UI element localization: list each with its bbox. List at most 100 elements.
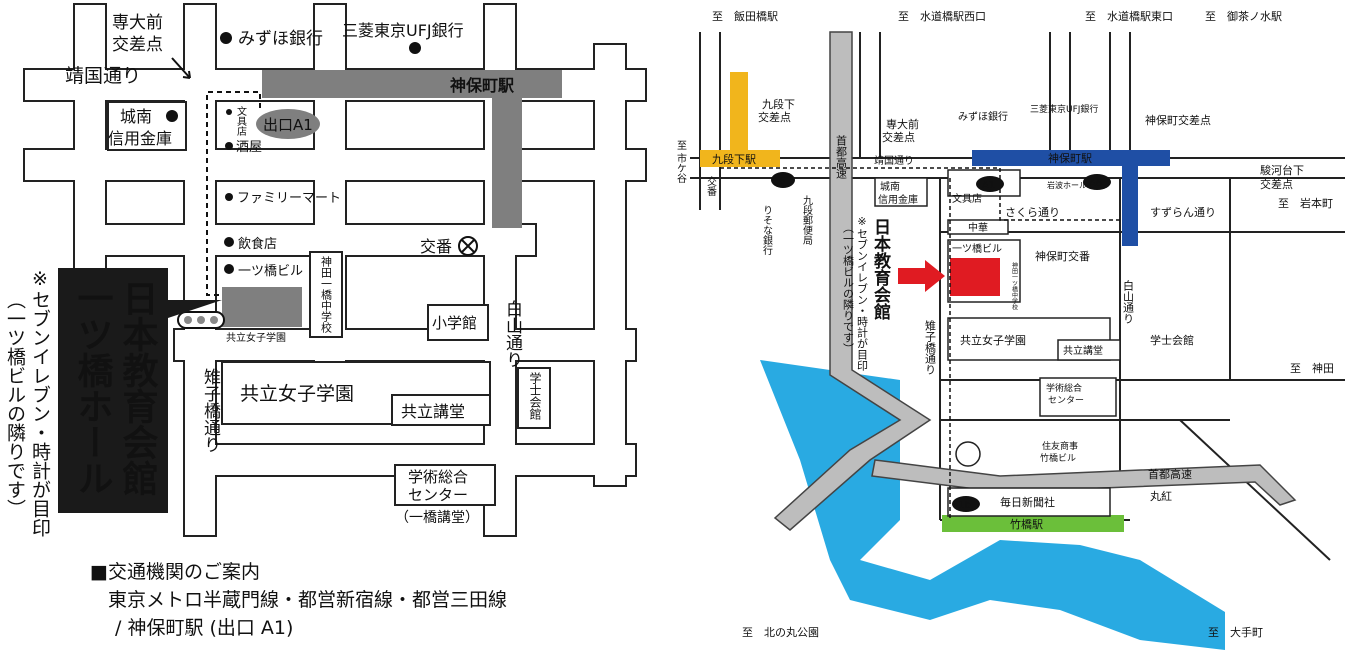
exit-a1-right-label: A1 xyxy=(982,180,995,191)
yasukuni-right-label: 靖国通り xyxy=(874,154,914,167)
jonan-right-label: 城南 xyxy=(880,180,900,193)
hakusan-right-label: 白山通り xyxy=(1122,279,1135,324)
jimbocho-koban-label: 神保町交番 xyxy=(1035,249,1090,263)
mainichi-label: 毎日新聞社 xyxy=(1000,495,1055,509)
venue-red-label: 日本教育会館 xyxy=(870,218,892,321)
expressway-vertical xyxy=(773,31,932,531)
gakujutsu-label: 学術総合 xyxy=(408,468,468,486)
exit-1b-label: 1b xyxy=(958,500,971,511)
jimbocho-cross-label: 神保町交差点 xyxy=(1145,113,1211,127)
to-ochanomizu: 至 御茶ノ水駅 xyxy=(1205,9,1282,23)
exit-a1-right-icon xyxy=(976,176,1004,192)
jimbocho-line-vertical xyxy=(1122,166,1138,246)
mufg-dot xyxy=(409,42,421,54)
kijibashi-label: 雉子橋通り xyxy=(200,368,221,453)
signal-light-icon xyxy=(184,316,192,324)
jimbocho-station-bar xyxy=(262,70,562,98)
sumitomo-label: 住友商事 xyxy=(1042,440,1078,452)
mizuho-dot xyxy=(220,32,232,44)
seven-note-right: ※セブンイレブン・時計が目印 xyxy=(856,215,869,371)
venue-gray-block xyxy=(222,287,302,327)
koban-label: 交番 xyxy=(420,237,452,256)
inshoku-label: 飲食店 xyxy=(238,236,277,252)
right-map: 首都高速 首都高速 九段下駅 神保町駅 竹橋駅 6 A1 A6 1 xyxy=(675,9,1345,650)
to-kanda: 至 神田 xyxy=(1290,361,1334,375)
sakaya-dot xyxy=(225,142,233,150)
hakusan-label: 白山通り xyxy=(502,300,523,368)
senmae-right-label2: 交差点 xyxy=(882,130,915,144)
kudanshita-cross-label: 九段下 xyxy=(762,97,795,111)
kudan-post-label: 九段郵便局 xyxy=(801,195,813,246)
marubeni-label: 丸紅 xyxy=(1150,490,1172,503)
block-gakushi xyxy=(517,367,551,429)
title-line1: 日本教育会館 xyxy=(117,280,159,496)
familymart-dot xyxy=(225,193,233,201)
kudanshita-station-label: 九段下駅 xyxy=(712,152,756,166)
koban-icon-x xyxy=(461,239,475,253)
access-line1: 東京メトロ半蔵門線・都営新宿線・都営三田線 xyxy=(108,589,507,611)
kyoritsu-kodo-label: 共立講堂 xyxy=(401,402,465,421)
mizuho-label: みずほ銀行 xyxy=(238,29,323,49)
mufg-label: 三菱東京UFJ銀行 xyxy=(342,21,464,40)
exit-a6-label: A6 xyxy=(1089,178,1102,189)
kudanshita-line-vertical xyxy=(730,72,748,152)
walking-route xyxy=(206,91,261,296)
senmae-right-label: 専大前 xyxy=(886,117,919,131)
block-chuka xyxy=(947,219,1009,235)
exit-a1-label: 出口A1 xyxy=(263,116,313,134)
signal-light-icon xyxy=(210,316,218,324)
venue-red-block xyxy=(950,258,1000,296)
hitotsubashi-right-label: 一ツ橋ビル xyxy=(952,242,1002,255)
kudanshita-line-bar xyxy=(700,150,780,167)
jonan-right-label2: 信用金庫 xyxy=(878,193,918,206)
hitotsubashi-bldg-label: 一ツ橋ビル xyxy=(238,264,303,279)
signal-light-icon xyxy=(197,316,205,324)
to-suidobashi-e: 至 水道橋駅東口 xyxy=(1085,9,1173,23)
takebashi-line-bar xyxy=(942,515,1124,532)
title-box xyxy=(58,268,168,513)
bunguten-dot xyxy=(226,109,232,115)
river xyxy=(760,360,1225,650)
to-iidabashi: 至 飯田橋駅 xyxy=(712,9,778,23)
jonan-dot xyxy=(166,110,178,122)
block-kyoritsu-kodo xyxy=(391,394,491,426)
shuto-kosoku-label: 首都高速 xyxy=(835,134,848,179)
senmae-arrow-head xyxy=(182,70,191,79)
exit-a6-icon xyxy=(1083,174,1111,190)
block-kyoritsu-kodo-right xyxy=(1057,339,1121,361)
sakura-label: さくら通り xyxy=(1005,206,1060,219)
surugadai-label: 駿河台下 xyxy=(1260,163,1304,177)
expressway-horizontal xyxy=(871,459,1297,506)
jonan-label: 城南 xyxy=(120,107,152,126)
exit-6-icon xyxy=(771,172,795,188)
kijibashi-right-label: 雉子橋通り xyxy=(924,320,937,375)
familymart-label: ファミリーマート xyxy=(237,191,341,206)
to-otemachi: 至 大手町 xyxy=(1208,625,1263,639)
to-iwamotocho: 至 岩本町 xyxy=(1278,196,1333,210)
takebashi-station-label: 竹橋駅 xyxy=(1010,517,1043,531)
inshoku-dot xyxy=(224,237,234,247)
gakujutsu-right-label: 学術総合 xyxy=(1046,382,1082,394)
kyoritsu-small-label: 共立女子学園 xyxy=(226,331,286,344)
kyoritsu-kodo-right-label: 共立講堂 xyxy=(1063,344,1103,357)
title-line2: 一ツ橋ホール xyxy=(72,280,114,496)
bunguten-right-label: 文具店 xyxy=(952,192,982,205)
left-map: 神保町駅 出口A1 xyxy=(4,3,647,639)
left-note-line2: （一ツ橋ビルの隣りです） xyxy=(4,290,26,518)
hitotsubashi-kodo-label: （一橋講堂） xyxy=(395,510,479,526)
surugadai-label2: 交差点 xyxy=(1260,177,1293,191)
block-gakujutsu-right xyxy=(1039,377,1117,417)
block-shogakko xyxy=(427,304,489,341)
kudanshita-cross-label2: 交差点 xyxy=(758,110,791,124)
gakujutsu-right-label2: センター xyxy=(1048,395,1084,406)
bunguten-label: 文具店 xyxy=(235,105,247,137)
block-jonan-right xyxy=(874,177,928,207)
to-kitanomaru: 至 北の丸公園 xyxy=(742,626,819,639)
senmae-label2: 交差点 xyxy=(112,35,163,55)
title-pointer xyxy=(168,300,222,318)
block-gakujutsu xyxy=(394,464,496,506)
exit-a1-icon xyxy=(256,109,320,139)
to-ichigaya: 至 市ケ谷 xyxy=(675,140,687,184)
kanda-school-right-label: 神田一ツ橋中学校 xyxy=(1011,261,1018,311)
